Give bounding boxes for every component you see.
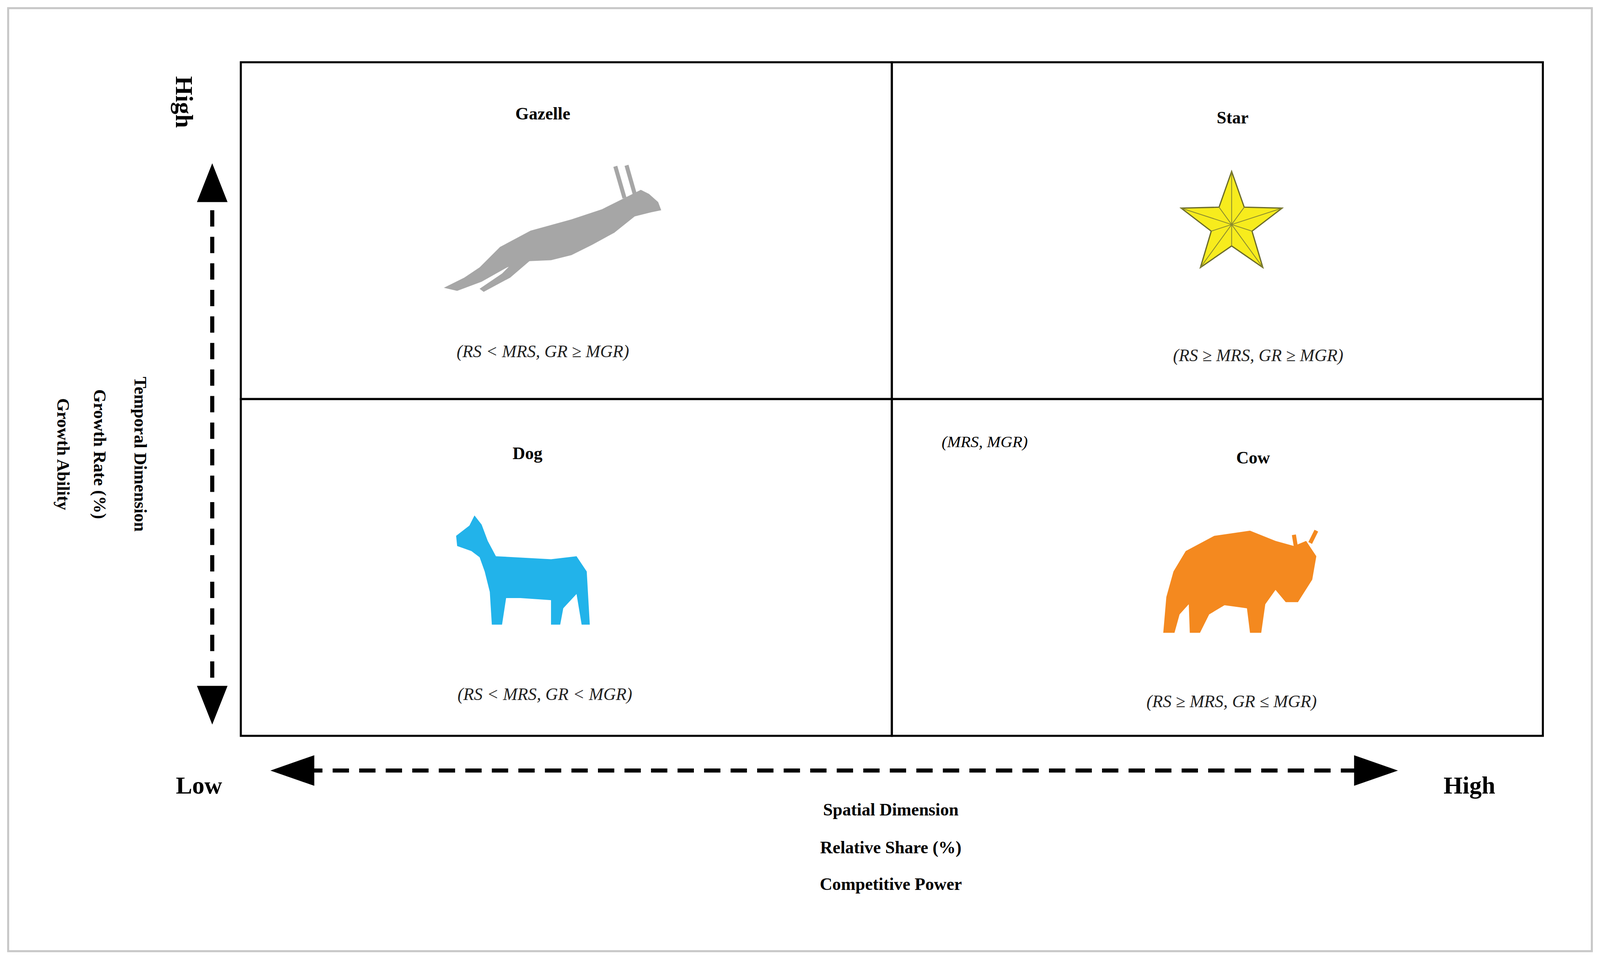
quadrant-box: Gazelle (RS < MRS, GR ≥ MGR) [239, 61, 893, 401]
axis-title: Growth Ability [52, 398, 73, 510]
quadrant-condition: (RS ≥ MRS, GR ≤ MGR) [1146, 691, 1317, 713]
axis-title: Relative Share (%) [820, 837, 962, 858]
axis-arrowhead [197, 685, 228, 725]
quadrant-box: Dog (RS < MRS, GR < MGR) [239, 398, 893, 737]
vertical-axis [210, 183, 215, 706]
axis-arrowhead [1353, 755, 1398, 786]
axis-end-label: Low [175, 771, 223, 800]
star-icon [1181, 171, 1283, 268]
quadrant-title: Star [1216, 108, 1249, 129]
quadrant-condition: (RS < MRS, GR ≥ MGR) [456, 341, 630, 363]
cow-icon [1163, 530, 1317, 633]
axis-title: Growth Rate (%) [88, 389, 110, 520]
quadrant-condition: (RS < MRS, GR < MGR) [457, 684, 633, 706]
horizontal-axis [306, 768, 1358, 773]
axis-arrowhead [197, 163, 228, 202]
quadrant-condition: (RS ≥ MRS, GR ≥ MGR) [1172, 345, 1344, 367]
quadrant-title: Cow [1236, 447, 1270, 469]
axis-title: Spatial Dimension [823, 800, 959, 821]
axis-end-label: High [1443, 771, 1496, 800]
gazelle-icon [443, 165, 662, 292]
quadrant-title: Gazelle [515, 103, 571, 125]
axis-title: Competitive Power [819, 874, 962, 895]
origin-label: (MRS, MGR) [941, 432, 1028, 452]
axis-arrowhead [270, 755, 315, 786]
axis-title: Temporal Dimension [129, 376, 151, 532]
dog-icon [456, 515, 590, 625]
quadrant-title: Dog [512, 443, 543, 465]
axis-end-label: High [169, 76, 198, 128]
quadrant-box: Star (RS ≥ MRS, GR ≥ MGR) [890, 61, 1544, 401]
outer-frame [8, 8, 1593, 952]
